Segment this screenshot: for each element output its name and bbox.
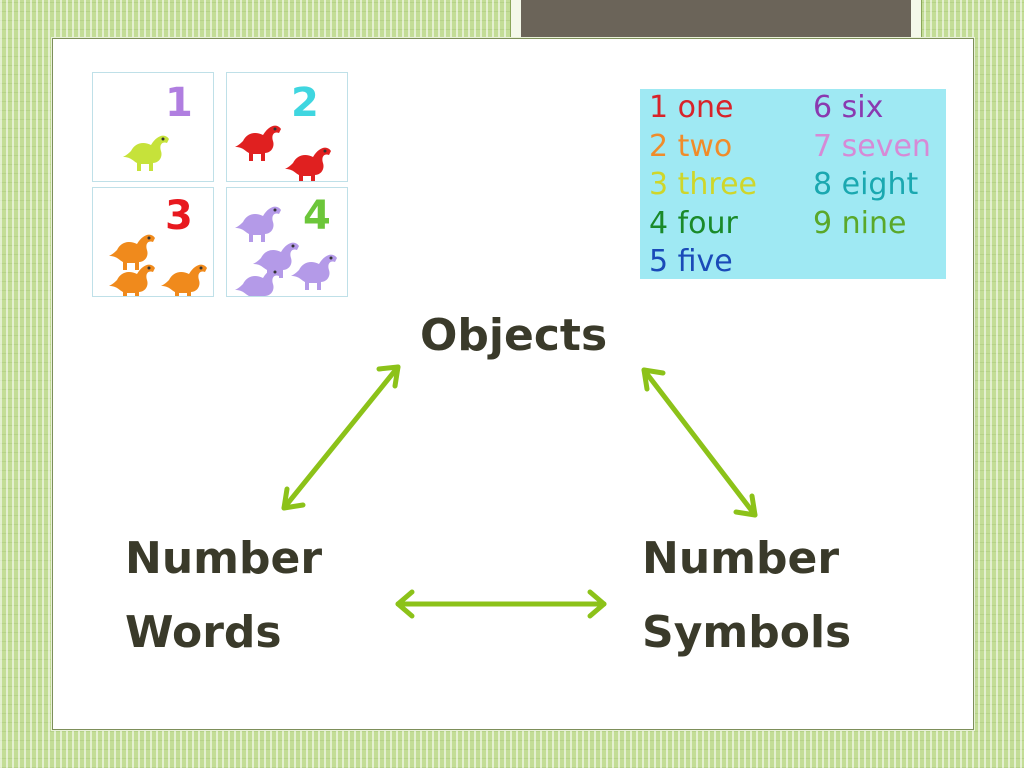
number-word-2: 2 two [649, 128, 733, 164]
number-word-9: 9 nine [813, 205, 907, 241]
dinosaur-group-4 [235, 206, 337, 296]
card-number-2: 2 [291, 80, 319, 126]
dinosaur-group-2 [235, 125, 331, 181]
dinosaur-icon [123, 135, 169, 171]
dino-card-3: 3 [92, 187, 214, 297]
number-words-label-line2: Words [125, 607, 282, 658]
dinosaur-icon [235, 268, 281, 296]
card-number-4: 4 [303, 193, 331, 239]
objects-label: Objects [420, 310, 608, 361]
number-word-5: 5 five [649, 244, 733, 279]
dinosaur-icon [109, 264, 155, 296]
number-symbols-label-line2: Symbols [642, 607, 852, 658]
dino-card-2: 2 [226, 72, 348, 182]
dinosaur-icon [109, 234, 155, 270]
number-word-1: 1 one [649, 90, 734, 125]
number-word-4: 4 four [649, 205, 738, 241]
card-number-1: 1 [165, 80, 193, 126]
arrow-words-symbols [395, 589, 607, 619]
number-word-8: 8 eight [813, 167, 919, 202]
dino-card-1: 1 [92, 72, 214, 182]
number-word-6: 6 six [813, 90, 884, 125]
dinosaur-icon [285, 147, 331, 181]
number-word-7: 7 seven [813, 128, 931, 164]
arrow-objects-words [281, 364, 401, 511]
dinosaur-group-3 [109, 234, 207, 296]
number-symbols-label-line1: Number [642, 533, 840, 584]
dinosaur-icon [291, 254, 337, 290]
number-word-3: 3 three [649, 167, 757, 202]
card-number-3: 3 [165, 193, 193, 239]
dinosaur-group-1 [123, 135, 169, 171]
dinosaur-icon [235, 125, 281, 161]
number-words-label-line1: Number [125, 533, 323, 584]
dinosaur-icon [161, 264, 207, 296]
arrow-objects-symbols [641, 367, 758, 518]
dinosaur-icon [235, 206, 281, 242]
dinosaur-icon [253, 242, 299, 278]
dino-card-4: 4 [226, 187, 348, 297]
